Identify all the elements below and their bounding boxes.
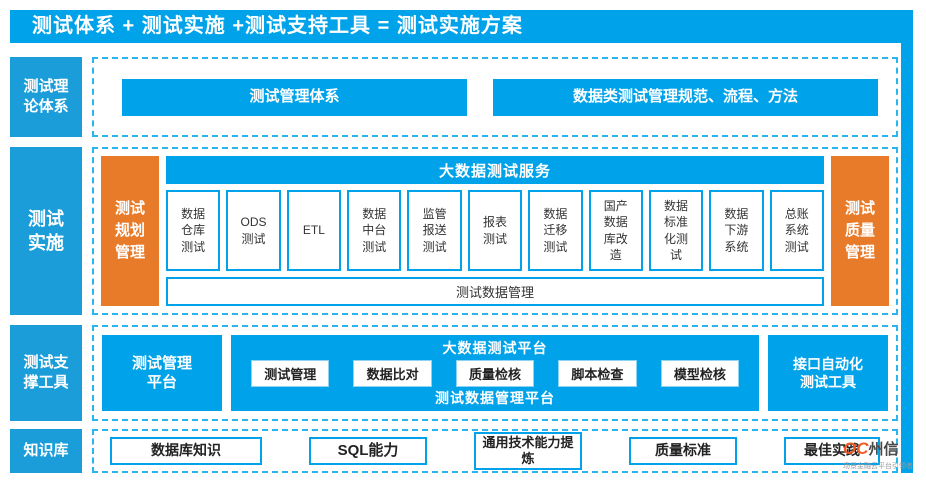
bigdata-test-service-area: 大数据测试服务 数据仓库测试 ODS测试 ETL 数据中台测试 监管报送测试 报… [166,156,824,306]
test-data-management-box: 测试数据管理 [166,277,824,306]
test-management-system-box: 测试管理体系 [122,78,467,116]
row-label-test-implementation: 测试实施 [10,147,82,315]
service-box-data-middle-platform: 数据中台测试 [347,190,402,271]
kb-general-tech-capability: 通用技术能力提炼 [474,432,582,470]
logo-tagline: 场景金融云平台引领者 [843,463,913,470]
api-automation-tools-box: 接口自动化测试工具 [768,335,888,411]
row-test-implementation: 测试实施 测试规划管理 大数据测试服务 数据仓库测试 ODS测试 ETL 数据中… [10,147,898,315]
bigdata-test-platform: 大数据测试平台 测试管理 数据比对 质量检核 脚本检查 模型检核 测试数据管理平… [231,335,759,411]
row-label-test-theory: 测试理论体系 [10,57,82,137]
row-knowledge-base: 知识库 数据库知识 SQL能力 通用技术能力提炼 质量标准 最佳实践 [10,429,898,473]
service-box-domestic-database: 国产数据库改造 [588,190,643,271]
kb-database-knowledge: 数据库知识 [110,437,262,465]
bigdata-test-platform-header: 大数据测试平台 [442,340,548,356]
diagram-body: 测试理论体系 测试管理体系 数据类测试管理规范、流程、方法 测试实施 测试规划管… [10,57,898,473]
platform-tool-row: 测试管理 数据比对 质量检核 脚本检查 模型检核 [231,360,759,387]
right-accent-stripe [901,43,913,473]
support-tools-panel: 测试管理平台 大数据测试平台 测试管理 数据比对 质量检核 脚本检查 模型检核 … [92,325,898,421]
tool-script-check: 脚本检查 [558,360,637,387]
data-test-standards-box: 数据类测试管理规范、流程、方法 [493,78,878,116]
test-theory-panel: 测试管理体系 数据类测试管理规范、流程、方法 [92,57,898,137]
tool-data-comparison: 数据比对 [353,360,432,387]
service-box-etl: ETL [286,190,342,271]
kb-sql-capability: SQL能力 [309,437,427,465]
kb-quality-standards: 质量标准 [629,437,737,465]
test-data-management-platform-footer: 测试数据管理平台 [435,390,555,406]
page-title: 测试体系 + 测试实施 +测试支持工具 = 测试实施方案 [32,15,523,37]
bigdata-test-service-header: 大数据测试服务 [166,156,824,184]
tool-quality-check: 质量检核 [455,360,535,387]
service-box-regulatory-reporting: 监管报送测试 [407,190,462,271]
tool-model-check: 模型检核 [660,360,740,387]
test-management-platform-box: 测试管理平台 [102,335,222,411]
service-box-ods: ODS测试 [226,190,281,271]
company-logo-wordmark: OC州信 [843,438,923,459]
service-box-row: 数据仓库测试 ODS测试 ETL 数据中台测试 监管报送测试 报表测试 数据迁移… [166,190,824,271]
service-box-downstream-systems: 数据下游系统 [709,190,764,271]
logo-company-name: 州信 [868,441,899,458]
service-box-data-standardization: 数据标准化测试 [648,190,704,271]
service-box-data-warehouse: 数据仓库测试 [166,190,221,271]
knowledge-base-panel: 数据库知识 SQL能力 通用技术能力提炼 质量标准 最佳实践 [92,429,898,473]
service-box-general-ledger: 总账系统测试 [769,190,824,271]
row-label-knowledge-base: 知识库 [10,429,82,473]
service-box-report-testing: 报表测试 [467,190,523,271]
test-planning-management-box: 测试规划管理 [101,156,159,306]
test-implementation-panel: 测试规划管理 大数据测试服务 数据仓库测试 ODS测试 ETL 数据中台测试 监… [92,147,898,315]
row-label-support-tools: 测试支撑工具 [10,325,82,421]
tool-test-management: 测试管理 [251,360,330,387]
service-box-data-migration: 数据迁移测试 [528,190,583,271]
kb-best-practices: 最佳实践 [784,437,880,465]
title-bar: 测试体系 + 测试实施 +测试支持工具 = 测试实施方案 [10,10,913,43]
test-quality-management-box: 测试质量管理 [831,156,889,306]
company-logo: OC州信 场景金融云平台引领者 [843,438,923,471]
logo-orange-letters: OC [843,439,869,458]
row-test-support-tools: 测试支撑工具 测试管理平台 大数据测试平台 测试管理 数据比对 质量检核 脚本检… [10,325,898,421]
row-test-theory: 测试理论体系 测试管理体系 数据类测试管理规范、流程、方法 [10,57,898,137]
